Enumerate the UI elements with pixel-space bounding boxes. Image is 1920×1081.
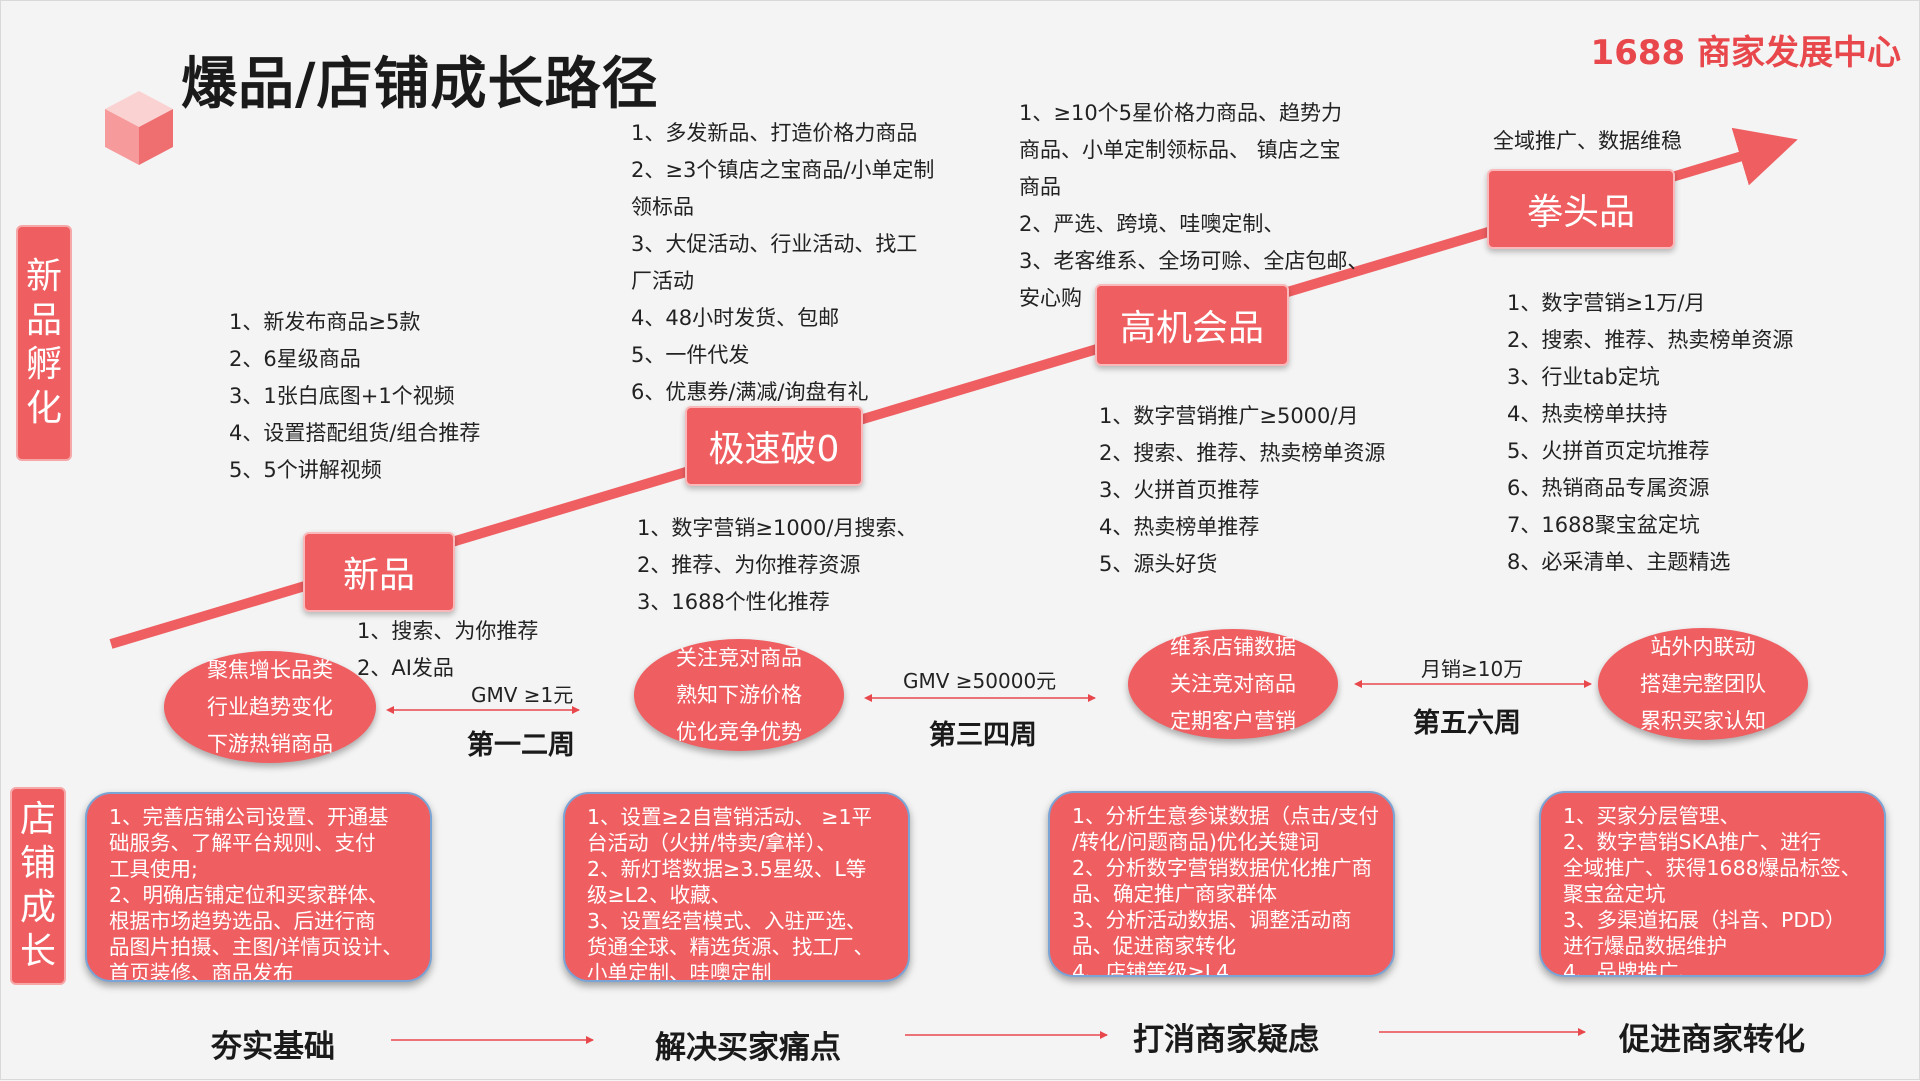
gmv-label-1: GMV ≥1元 bbox=[471, 683, 574, 707]
box-merchant-conversion-steps: 1、买家分层管理、 2、数字营销SKA推广、进行 全域推广、获得1688爆品标签… bbox=[1539, 791, 1886, 977]
side-tab-new-product-incubation: 新 品 孵 化 bbox=[16, 225, 72, 461]
list-new-product-requirements: 1、新发布商品≥5款 2、6星级商品 3、1张白底图+1个视频 4、设置搭配组货… bbox=[229, 310, 481, 482]
list-fast-break-zero-resources: 1、数字营销≥1000/月搜索、 2、推荐、为你推荐资源 3、1688个性化推荐 bbox=[637, 516, 918, 614]
oval-internal-external-linkage: 站外内联动 搭建完整团队 累积买家认知 bbox=[1598, 628, 1808, 740]
brand-logo-text: 1688 商家发展中心 bbox=[1590, 33, 1901, 73]
list-fast-break-zero-requirements: 1、多发新品、打造价格力商品 2、≥3个镇店之宝商品/小单定制 领标品 3、大促… bbox=[631, 121, 935, 404]
footer-label-foundation: 夯实基础 bbox=[211, 1029, 335, 1065]
week-label-3-4: 第三四周 bbox=[929, 720, 1037, 751]
label-full-domain-promotion: 全域推广、数据维稳 bbox=[1493, 129, 1682, 153]
list-new-product-resources: 1、搜索、为你推荐 2、AI发品 bbox=[357, 619, 539, 680]
box-foundation-steps: 1、完善店铺公司设置、开通基 础服务、了解平台规则、支付 工具使用; 2、明确店… bbox=[85, 792, 432, 982]
list-high-opportunity-requirements: 1、≥10个5星价格力商品、趋势力 商品、小单定制领标品、 镇店之宝 商品 2、… bbox=[1019, 101, 1369, 310]
box-buyer-pain-points-steps: 1、设置≥2自营销活动、 ≥1平 台活动（火拼/特卖/拿样）、 2、新灯塔数据≥… bbox=[563, 792, 910, 982]
oval-maintain-store-data: 维系店铺数据 关注竞对商品 定期客户营销 bbox=[1128, 629, 1338, 739]
gmv-label-2: GMV ≥50000元 bbox=[903, 669, 1057, 693]
stage-new-product: 新品 bbox=[303, 532, 455, 612]
footer-label-merchant-doubts: 打消商家疑虑 bbox=[1133, 1022, 1319, 1058]
week-label-1-2: 第一二周 bbox=[467, 730, 575, 761]
page-title: 爆品/店铺成长路径 bbox=[181, 52, 659, 117]
side-tab-store-growth: 店 铺 成 长 bbox=[10, 787, 66, 985]
gmv-label-3: 月销≥10万 bbox=[1421, 657, 1524, 681]
footer-label-merchant-conversion: 促进商家转化 bbox=[1619, 1022, 1805, 1058]
stage-fast-break-zero: 极速破0 bbox=[685, 406, 863, 486]
week-label-5-6: 第五六周 bbox=[1413, 708, 1521, 739]
box-merchant-doubts-steps: 1、分析生意参谋数据（点击/支付 /转化/问题商品)优化关键词 2、分析数字营销… bbox=[1048, 791, 1395, 977]
oval-focus-growth-category: 聚焦增长品类 行业趋势变化 下游热销商品 bbox=[164, 651, 376, 763]
stage-high-opportunity: 高机会品 bbox=[1095, 284, 1289, 366]
list-high-opportunity-resources: 1、数字营销推广≥5000/月 2、搜索、推荐、热卖榜单资源 3、火拼首页推荐 … bbox=[1099, 404, 1386, 576]
stage-flagship-product: 拳头品 bbox=[1487, 169, 1675, 249]
list-flagship-resources: 1、数字营销≥1万/月 2、搜索、推荐、热卖榜单资源 3、行业tab定坑 4、热… bbox=[1507, 291, 1794, 574]
footer-label-buyer-pain-points: 解决买家痛点 bbox=[655, 1030, 841, 1066]
oval-watch-competitors: 关注竞对商品 熟知下游价格 优化竞争优势 bbox=[634, 639, 844, 751]
cube-icon bbox=[105, 91, 173, 165]
